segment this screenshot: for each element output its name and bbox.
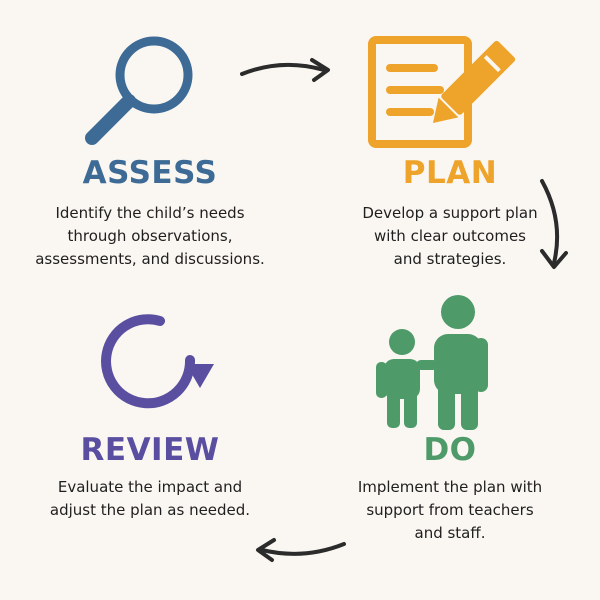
arrow-do-to-review: [256, 538, 346, 562]
step-plan: PLAN Develop a support plan with clear o…: [300, 0, 600, 300]
step-description: Evaluate the impact and adjust the plan …: [0, 476, 300, 522]
step-description: Develop a support plan with clear outcom…: [300, 202, 600, 271]
adult-child-icon: [376, 295, 488, 430]
step-title: REVIEW: [80, 432, 220, 468]
document-pencil-icon: [368, 36, 516, 148]
description-line: Evaluate the impact and: [57, 478, 243, 496]
step-title: PLAN: [402, 155, 498, 191]
description-line: through observations,: [67, 227, 233, 245]
circular-arrow-icon: [101, 314, 214, 409]
magnifying-glass-icon: [85, 36, 193, 145]
step-title: DO: [423, 432, 477, 468]
step-description: Identify the child’s needs through obser…: [0, 202, 300, 271]
description-line: support from teachers: [366, 501, 534, 519]
description-line: with clear outcomes: [373, 227, 526, 245]
arrow-assess-to-plan: [240, 58, 330, 82]
description-line: and staff.: [414, 524, 486, 542]
step-review: REVIEW Evaluate the impact and adjust th…: [0, 300, 300, 600]
description-line: adjust the plan as needed.: [49, 501, 251, 519]
description-line: Implement the plan with: [357, 478, 543, 496]
arrow-plan-to-do: [540, 179, 568, 269]
description-line: and strategies.: [393, 250, 507, 268]
description-line: Develop a support plan: [362, 204, 538, 222]
description-line: Identify the child’s needs: [55, 204, 245, 222]
step-do: DO Implement the plan with support from …: [300, 295, 600, 600]
step-description: Implement the plan with support from tea…: [300, 476, 600, 545]
step-title: ASSESS: [82, 155, 218, 191]
step-assess: ASSESS Identify the child’s needs throug…: [0, 0, 300, 300]
description-line: assessments, and discussions.: [35, 250, 265, 268]
